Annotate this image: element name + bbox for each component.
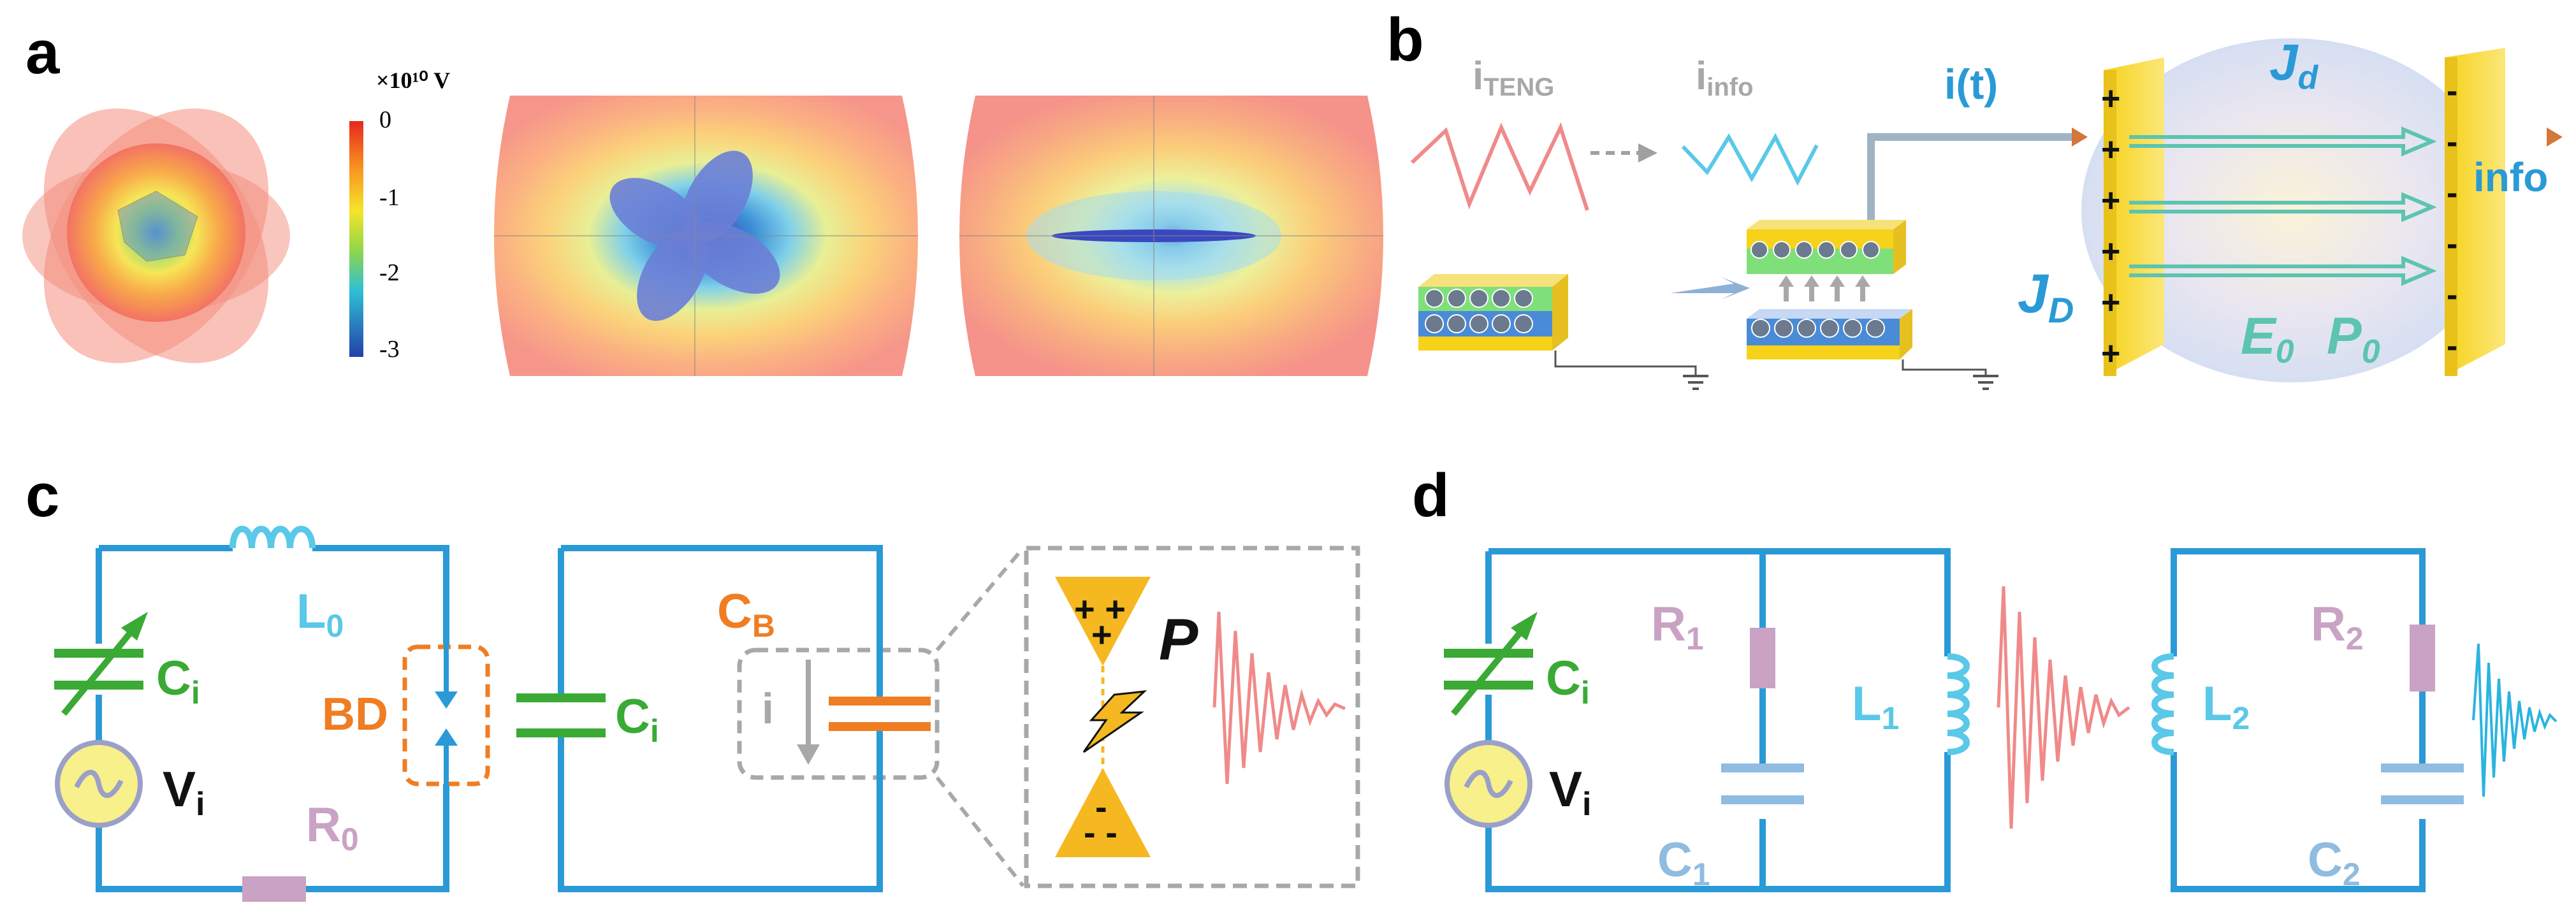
svg-text:-: - [2447, 73, 2457, 110]
output-lead [1867, 133, 2072, 220]
label-i: i [762, 684, 774, 733]
label-p: P [1159, 607, 1198, 672]
damped-oscillation-d2 [2472, 643, 2558, 797]
label-vi: Vi [163, 761, 205, 823]
upper-charges: + + [1074, 589, 1126, 629]
label-bd: BD [322, 689, 388, 740]
label-ci-d: Ci [1546, 651, 1590, 711]
field-arrows [2129, 126, 2437, 286]
surface-charges-left [1425, 289, 1533, 333]
panel-label-a: a [25, 18, 60, 87]
lower-electrode [1055, 768, 1151, 857]
label-vi-d: Vi [1549, 761, 1591, 823]
label-info: info [2473, 154, 2548, 200]
label-cb: CB [717, 584, 775, 644]
potential-slice-2 [959, 96, 1383, 376]
resistor-r1 [1750, 628, 1775, 688]
circuit-d-right [2171, 548, 2426, 892]
panel-c: c L0 R0 Ci Vi BD Ci [25, 461, 1360, 902]
label-p0: P0 [2327, 307, 2380, 370]
label-ci-2: Ci [615, 690, 659, 749]
four-blade-pattern [609, 150, 780, 321]
label-i-t: i(t) [1944, 61, 1998, 108]
right-plate-charges: - - - - - - [2447, 73, 2457, 365]
label-c2: C2 [2308, 833, 2361, 892]
potential-slice-1 [494, 96, 918, 376]
core-sphere [67, 143, 245, 322]
label-c1: C1 [1657, 833, 1710, 892]
variable-capacitor-ci-d [1444, 612, 1538, 716]
ac-symbol-icon [74, 769, 124, 799]
inductor-l2 [2151, 653, 2174, 755]
panel-label-b: b [1386, 6, 1424, 74]
panel-a: a ×10¹⁰ V 0 -1 -2 -3 [22, 18, 1383, 376]
ac-symbol-icon-d [1464, 769, 1513, 799]
svg-text:+: + [2101, 233, 2120, 270]
cb-detail-box [737, 648, 940, 780]
label-e0: E0 [2241, 307, 2294, 370]
svg-text:+: + [2101, 131, 2120, 168]
panel-label-d: d [1412, 461, 1450, 530]
label-r2: R2 [2311, 597, 2364, 656]
colorbar-unit: ×10¹⁰ V [376, 68, 450, 93]
label-jd-big: JD [2018, 263, 2074, 330]
resistor-r0 [242, 876, 306, 902]
svg-text:+: + [2101, 335, 2120, 372]
svg-text:-: - [2447, 226, 2457, 263]
upper-charge-single: + [1091, 614, 1112, 655]
damped-oscillation-d1 [1997, 586, 2130, 829]
right-plate [2445, 48, 2505, 376]
colorbar-tick-3: -3 [379, 336, 400, 363]
label-jd-small: Jd [2269, 34, 2319, 96]
info-waveform [1681, 133, 1819, 186]
circuit-d-left [1485, 548, 1951, 892]
circuit-c-middle-loop [558, 545, 883, 892]
colorbar-tick-0: 0 [379, 106, 391, 133]
svg-text:+: + [2101, 182, 2120, 219]
teng-device-right [1747, 220, 1998, 390]
lower-charge-single: - [1095, 786, 1107, 827]
variable-capacitor-ci [54, 612, 148, 716]
label-i-info: iinfo [1696, 54, 1754, 101]
process-arrow [1670, 277, 1750, 300]
colorbar-tick-1: -1 [379, 184, 400, 211]
left-plate-charges: + + + + + + [2101, 80, 2120, 372]
core-blades [117, 191, 198, 262]
colorbar-gradient [349, 121, 363, 357]
damped-oscillation-c [1212, 611, 1346, 785]
colorbar-tick-2: -2 [379, 259, 400, 286]
svg-text:-: - [2447, 124, 2457, 161]
panel-label-c: c [25, 461, 59, 530]
inductor-l0 [229, 526, 316, 549]
svg-text:+: + [2101, 284, 2120, 321]
potential-3d-plot [22, 108, 290, 363]
label-r1: R1 [1651, 597, 1704, 656]
label-i-teng: iTENG [1473, 54, 1554, 101]
lightning-icon [1082, 690, 1147, 753]
lower-charges: - - [1084, 812, 1117, 852]
label-l0: L0 [296, 584, 344, 644]
colorbar: ×10¹⁰ V 0 -1 -2 -3 [349, 68, 450, 363]
svg-text:-: - [2447, 328, 2457, 365]
svg-text:+: + [2101, 80, 2120, 117]
teng-device-left [1418, 274, 1708, 390]
label-ci: Ci [156, 651, 200, 711]
label-l1: L1 [1852, 677, 1899, 736]
panel-d: d Ci Vi R1 C1 L1 L2 [1412, 461, 2558, 892]
label-r0: R0 [306, 798, 359, 857]
resistor-r2 [2410, 625, 2435, 691]
circuit-c-left-loop [96, 545, 449, 892]
upper-electrode [1055, 577, 1151, 666]
teng-waveform [1410, 122, 1589, 211]
svg-text:-: - [2447, 175, 2457, 212]
svg-text:-: - [2447, 277, 2457, 314]
panel-b: b iTENG iinfo i(t) [1386, 6, 2563, 390]
label-l2: L2 [2202, 677, 2250, 736]
inductor-l1 [1947, 653, 1970, 755]
